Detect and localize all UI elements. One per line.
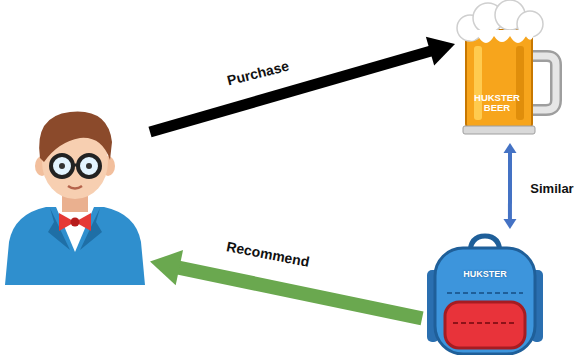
person-mouth	[68, 186, 82, 189]
person-jacket	[5, 207, 145, 285]
edge-label: Similar	[530, 181, 573, 196]
connector-arrow	[503, 143, 516, 229]
mug-body	[466, 30, 532, 130]
arrow-shaft	[178, 268, 422, 319]
mug-handle-outline	[532, 56, 556, 110]
arrow-head	[503, 219, 516, 229]
mug-shade	[516, 46, 524, 120]
beer-mug-icon	[457, 0, 556, 134]
glasses-bridge	[73, 164, 78, 167]
backpack-icon	[427, 236, 543, 354]
arrow-shaft	[150, 51, 431, 132]
person-node	[0, 105, 150, 285]
person-eye	[59, 163, 65, 169]
pocket-zipper	[453, 322, 517, 324]
backpack-text: HUKSTER	[455, 270, 515, 280]
mug-highlight	[474, 46, 482, 120]
mug-handle	[532, 56, 556, 110]
mug-text: HUKSTER BEER	[471, 93, 523, 114]
edge-label: Recommend	[225, 238, 311, 270]
arrow-head	[150, 250, 183, 285]
person-hair	[39, 112, 112, 162]
connector-arrow	[150, 37, 455, 132]
backpack-pocket	[445, 302, 525, 348]
arrow-shaft	[508, 152, 512, 220]
backpack-stitch	[447, 292, 523, 294]
backpack-body	[435, 248, 535, 354]
beer-foam	[463, 30, 535, 43]
mug-base	[463, 126, 535, 134]
arrow-head	[503, 143, 516, 153]
person-eye	[86, 163, 92, 169]
person-glasses	[78, 155, 100, 177]
person-glasses	[51, 155, 73, 177]
edge-label: Purchase	[225, 58, 290, 89]
person-shirt	[56, 207, 94, 252]
backpack-node: HUKSTER	[425, 235, 545, 355]
beer-mug-node: HUKSTER BEER	[455, 5, 555, 135]
arrow-head	[426, 37, 455, 66]
bow-tie-knot	[71, 218, 80, 227]
person-icon	[5, 112, 145, 285]
